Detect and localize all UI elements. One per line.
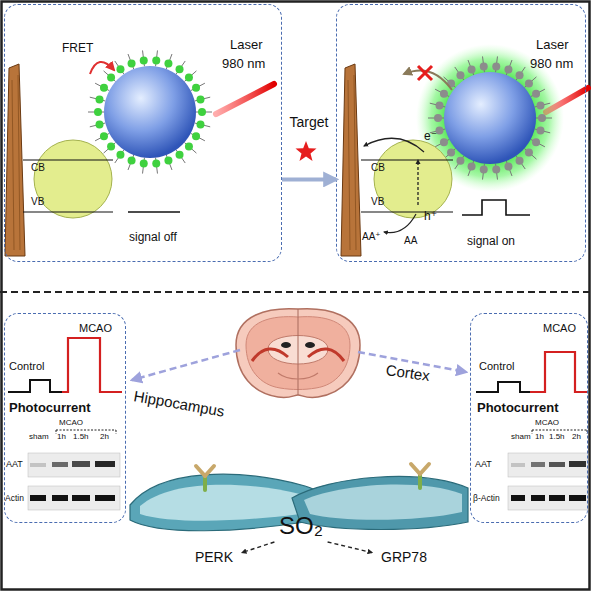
charge-transfer — [364, 138, 424, 232]
chemical-label: AA⁺ — [362, 232, 381, 242]
node-text: Photocurrent — [9, 401, 91, 414]
node-text: MCAO — [543, 323, 576, 334]
laser-label: Laser — [536, 38, 569, 51]
connector-arrow — [242, 542, 274, 553]
node-text: 1h — [535, 433, 544, 441]
semiconductor-circle: CB VB — [373, 139, 453, 219]
node-text: 1h — [57, 433, 66, 441]
node-text: CB — [371, 163, 385, 173]
wavelength-label: 980 nm — [530, 57, 573, 70]
connector-arrow — [282, 177, 336, 181]
protein-label: GRP78 — [372, 546, 436, 568]
node-label: PERK — [186, 546, 242, 568]
node-text: Photocurrent — [477, 401, 559, 414]
node-text: Control — [479, 361, 514, 372]
node-text: Actin — [5, 494, 24, 503]
node-text: 1.5h — [73, 433, 89, 441]
circle-outline — [373, 139, 453, 219]
node-text: 2h — [100, 433, 109, 441]
node-label: SO₂ — [266, 510, 336, 542]
edge-label: Target — [290, 115, 329, 129]
chemical-label: AA — [404, 236, 417, 246]
annotation: FRET — [62, 42, 93, 54]
node-text: 2h — [572, 433, 581, 441]
laser-label: Laser — [230, 38, 263, 51]
charge-label: e⁻ — [424, 130, 437, 142]
semiconductor-circle: CB VB — [33, 139, 113, 219]
node-text: AAT — [475, 460, 492, 469]
region-label: Hippocampus — [133, 388, 226, 419]
node-text: AAT — [6, 460, 23, 469]
node-text: MCAO — [59, 419, 83, 427]
node-text: signal on — [467, 235, 515, 247]
molecule-label: SO₂ — [266, 510, 336, 542]
node-text: MCAO — [535, 419, 559, 427]
node-text: 1.5h — [549, 433, 565, 441]
wavelength-label: 980 nm — [222, 57, 265, 70]
result-panel: ControlMCAOPhotocurrentshamMCAO1h1.5h2hA… — [470, 313, 588, 523]
node-text: sham — [511, 433, 531, 441]
node-label: GRP78 — [372, 546, 436, 568]
circle-outline — [33, 139, 113, 219]
connector-arrow — [328, 542, 372, 553]
protein-label: PERK — [186, 546, 242, 568]
node-text: MCAO — [79, 323, 112, 334]
node-text: sham — [29, 433, 49, 441]
charge-label: h⁺ — [424, 210, 437, 222]
node-text: VB — [31, 197, 44, 207]
node-text: Control — [9, 361, 44, 372]
node-text: CB — [31, 163, 45, 173]
node-text: β-Actin — [473, 494, 500, 503]
node-text: signal off — [129, 231, 177, 243]
result-panel: ControlMCAOPhotocurrentshamMCAO1h1.5h2hA… — [4, 313, 126, 523]
node-text: VB — [371, 197, 384, 207]
